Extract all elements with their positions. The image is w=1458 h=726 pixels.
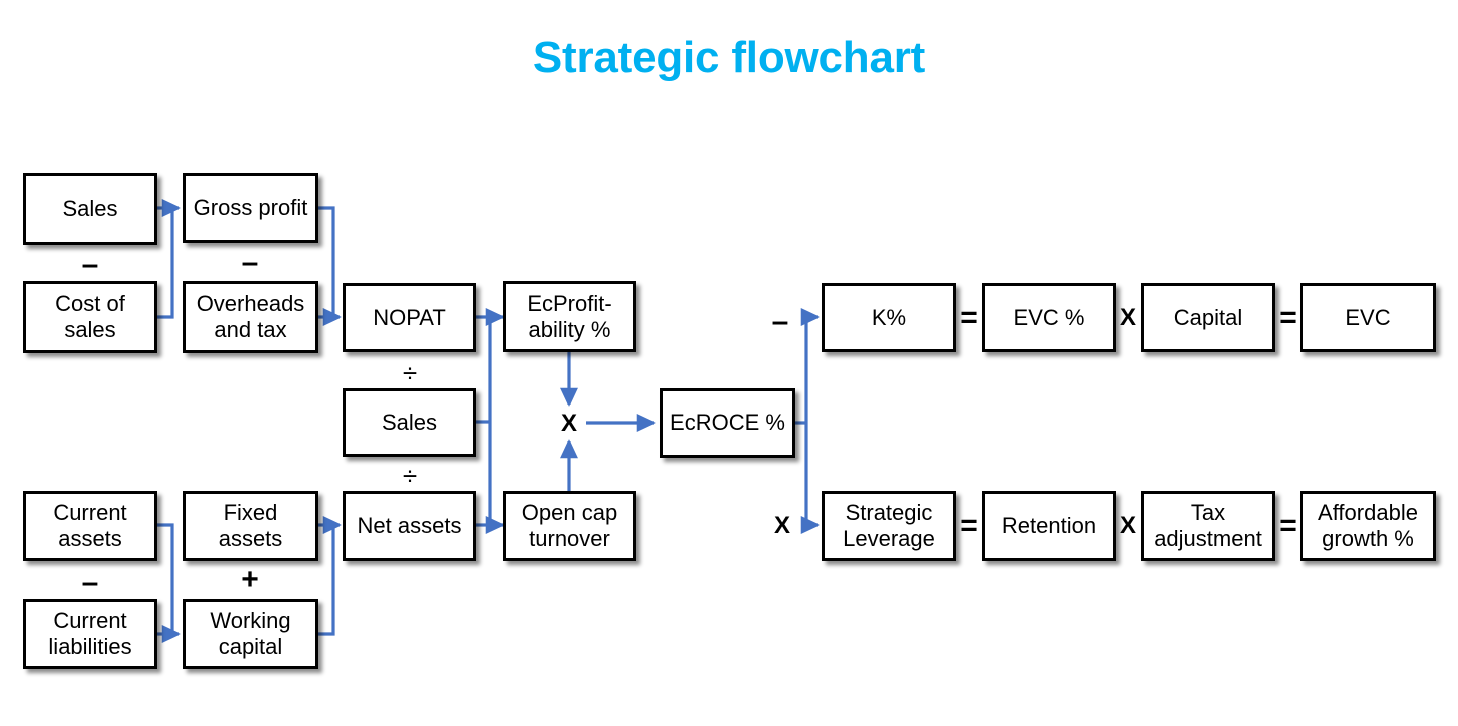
node-label: NOPAT	[373, 304, 446, 330]
operator-equals-capital-evc: =	[1266, 303, 1310, 333]
operator-multiply-evcpercent-capital: X	[1106, 306, 1150, 330]
node-label: Capital	[1173, 304, 1243, 330]
node-fixed-assets[interactable]: Fixed assets	[183, 491, 318, 561]
operator-minus-ecroce-k: –	[755, 307, 805, 337]
node-evc-percent[interactable]: EVC %	[982, 283, 1116, 352]
operator-symbol: =	[960, 509, 978, 542]
node-label: Net assets	[357, 513, 462, 539]
node-evc[interactable]: EVC	[1300, 283, 1436, 352]
node-ecprofitability[interactable]: EcProfit-ability %	[503, 281, 636, 352]
operator-symbol: –	[771, 305, 789, 338]
node-sales-top[interactable]: Sales	[23, 173, 157, 245]
operator-symbol: ÷	[402, 358, 418, 388]
node-label: Tax adjustment	[1154, 500, 1262, 551]
edge-sales-costofsales-to-grossprofit	[157, 199, 181, 319]
node-label: EVC	[1345, 304, 1391, 330]
operator-equals-taxadjustment-growth: =	[1266, 511, 1310, 541]
operator-symbol: –	[241, 246, 259, 279]
node-label: Overheads and tax	[196, 291, 305, 342]
node-label: Sales	[62, 196, 118, 222]
node-label: Open cap turnover	[521, 500, 618, 551]
node-label: Sales	[381, 409, 438, 435]
node-working-capital[interactable]: Working capital	[183, 599, 318, 669]
node-retention[interactable]: Retention	[982, 491, 1116, 561]
page-title: Strategic flowchart	[532, 33, 926, 82]
node-capital[interactable]: Capital	[1141, 283, 1275, 352]
operator-symbol: =	[960, 301, 978, 334]
node-affordable-growth[interactable]: Affordable growth %	[1300, 491, 1436, 561]
node-tax-adjustment[interactable]: Tax adjustment	[1141, 491, 1275, 561]
operator-equals-leverage-retention: =	[947, 511, 991, 541]
operator-symbol: X	[560, 410, 577, 437]
node-label: Fixed assets	[218, 500, 283, 551]
node-sales-mid[interactable]: Sales	[343, 388, 476, 457]
operator-symbol: X	[1119, 512, 1136, 539]
edge-grossprofit-overheads-to-nopat	[318, 206, 342, 326]
operator-symbol: X	[1119, 304, 1136, 331]
node-cost-of-sales[interactable]: Cost of sales	[23, 281, 157, 353]
node-label: Strategic Leverage	[843, 500, 935, 551]
operator-symbol: –	[81, 248, 99, 281]
operator-symbol: =	[1279, 301, 1297, 334]
edge-nopat-sales-netassets-bus	[476, 308, 505, 534]
node-gross-profit[interactable]: Gross profit	[183, 173, 318, 243]
node-current-assets[interactable]: Current assets	[23, 491, 157, 561]
node-open-cap-turnover[interactable]: Open cap turnover	[503, 491, 636, 561]
operator-minus-grossprofit-overheads: –	[220, 248, 280, 278]
operator-equals-k-evcpercent: =	[947, 303, 991, 333]
node-label: Working capital	[210, 608, 291, 659]
node-label: Gross profit	[193, 195, 308, 221]
node-ecroce[interactable]: EcROCE %	[660, 388, 795, 458]
operator-minus-currentassets-liabilities: –	[60, 568, 120, 598]
operator-symbol: +	[241, 563, 259, 596]
operator-symbol: ÷	[402, 461, 418, 491]
operator-divide-nopat-sales: ÷	[380, 360, 440, 386]
node-label: Affordable growth %	[1318, 500, 1418, 551]
node-label: Cost of sales	[55, 291, 125, 342]
operator-divide-sales-netassets: ÷	[380, 463, 440, 489]
node-net-assets[interactable]: Net assets	[343, 491, 476, 561]
operator-plus-fixedassets-workingcapital: +	[220, 565, 280, 595]
node-current-liabilities[interactable]: Current liabilities	[23, 599, 157, 669]
edge-ecroce-to-k-and-leverage	[795, 308, 820, 534]
node-label: K%	[871, 304, 907, 330]
operator-multiply-ecroce-leverage: X	[757, 514, 807, 538]
operator-multiply-ecprofitability-opencap: X	[539, 412, 599, 436]
node-k-percent[interactable]: K%	[822, 283, 956, 352]
operator-symbol: –	[81, 566, 99, 599]
node-overheads-and-tax[interactable]: Overheads and tax	[183, 281, 318, 353]
node-label: Current assets	[53, 500, 127, 551]
node-label: EcProfit-ability %	[527, 290, 612, 342]
operator-minus-sales-costofsales: –	[60, 250, 120, 280]
node-label: Retention	[1001, 513, 1097, 539]
node-label: Current liabilities	[48, 608, 132, 659]
node-strategic-leverage[interactable]: Strategic Leverage	[822, 491, 956, 561]
node-label: EcROCE %	[670, 410, 785, 436]
edge-fixedassets-workingcapital-to-netassets	[318, 516, 342, 636]
operator-multiply-retention-taxadjustment: X	[1106, 514, 1150, 538]
edge-currentassets-liabilities-to-workingcapital	[157, 523, 181, 643]
operator-symbol: X	[773, 512, 790, 539]
operator-symbol: =	[1279, 509, 1297, 542]
node-label: EVC %	[1013, 304, 1085, 330]
node-nopat[interactable]: NOPAT	[343, 283, 476, 352]
